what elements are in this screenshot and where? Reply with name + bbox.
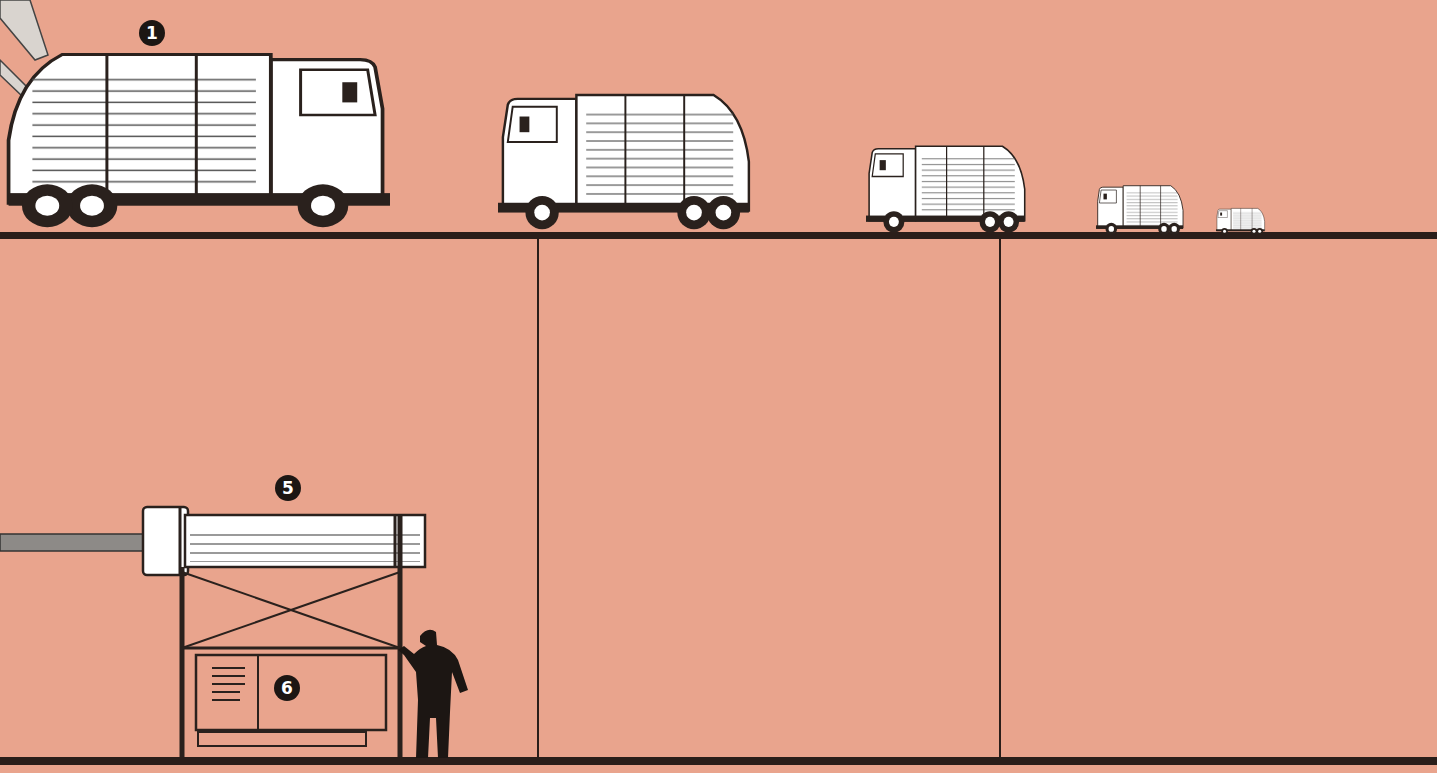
callout-number: 1 [139, 20, 165, 46]
callout-number: 6 [274, 675, 300, 701]
callout-number: 5 [275, 475, 301, 501]
